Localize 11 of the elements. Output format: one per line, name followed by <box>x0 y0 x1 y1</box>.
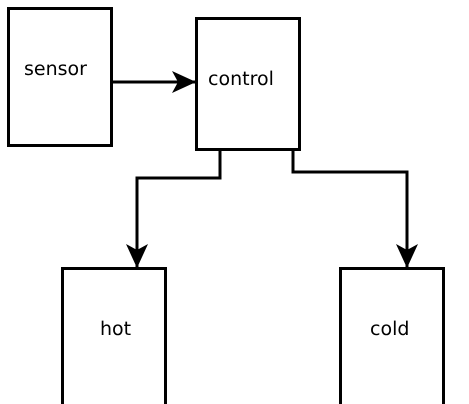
arrow <box>292 150 418 268</box>
process-box <box>195 17 301 151</box>
process-box <box>61 267 167 404</box>
box-label: sensor <box>24 60 87 79</box>
box-label: hot <box>100 320 132 339</box>
arrow <box>112 71 196 93</box>
arrow <box>126 150 222 268</box>
process-box <box>7 7 113 147</box>
process-box <box>339 267 445 404</box>
box-label: control <box>208 70 274 89</box>
box-label: cold <box>370 320 410 339</box>
